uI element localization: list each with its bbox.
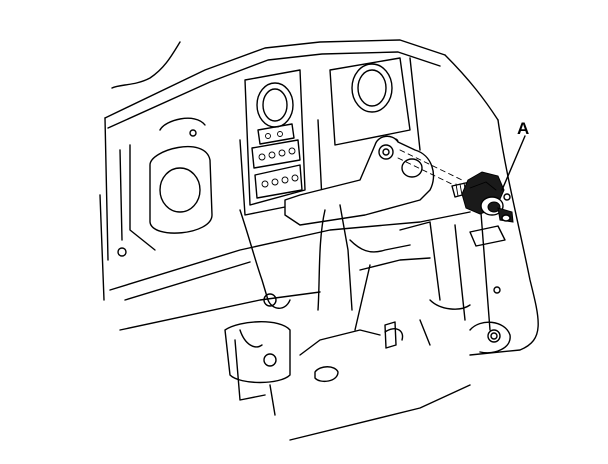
right-mount [419,119,539,356]
knock-sensor [451,171,514,223]
dotted-plate [251,123,303,199]
mounting-bracket [284,135,435,311]
left-port [117,117,213,257]
callout-a: A [501,119,529,191]
bottom-stud [384,321,397,349]
cylinder-head-outline [99,39,499,301]
callout-label-a: A [517,119,529,138]
lower-block [109,209,471,441]
installation-guide-line [397,149,463,189]
